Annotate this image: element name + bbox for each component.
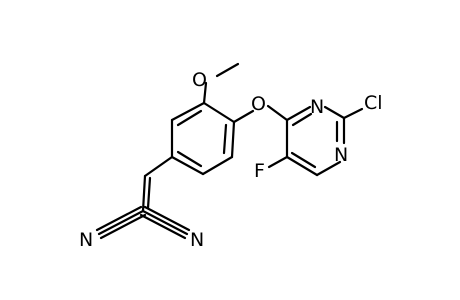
atom-o-ether: O	[251, 93, 266, 115]
bond-pyr-5	[285, 155, 319, 177]
bond-ring-double-b	[222, 123, 228, 155]
atom-f: F	[254, 160, 265, 182]
atom-cl: Cl	[364, 92, 383, 114]
atom-n-top: N	[310, 96, 324, 118]
bond-ring-4	[170, 155, 205, 176]
bond-ring-6	[170, 101, 206, 122]
bond-cn-right-3	[139, 213, 187, 240]
atom-n-cyano-right: N	[190, 229, 204, 251]
atom-n-cyano-left: N	[79, 229, 93, 251]
atom-n-right: N	[334, 144, 348, 166]
bond-c5-f	[267, 155, 289, 169]
bond-methyl-o	[215, 62, 240, 78]
bond-ring-1	[202, 101, 236, 124]
bond-ring-2	[230, 120, 236, 159]
bond-cn-right-1	[141, 209, 189, 236]
bond-ring-vinyl	[143, 155, 174, 178]
bond-o-c3	[202, 81, 208, 105]
bond-cn-left-3	[99, 213, 147, 240]
atom-o-methoxy: O	[192, 69, 207, 91]
bond-c2-cl	[342, 107, 364, 120]
bond-pyr-5-double	[290, 151, 317, 169]
bond-ring-3	[201, 155, 234, 176]
bond-ring-double-a	[176, 109, 203, 127]
bond-pyr-1-double	[291, 112, 313, 127]
atom-labels: O O N Cl N F N N	[79, 69, 383, 251]
bond-pyr-2	[323, 105, 346, 120]
bond-pyr-4	[315, 160, 342, 177]
bond-pyr-1	[285, 105, 312, 122]
bond-cn-left-1	[97, 209, 145, 236]
bond-cn-right-2	[143, 205, 191, 232]
bond-c4-o	[232, 109, 255, 124]
bonds	[95, 62, 364, 240]
bond-vinyl-double-2	[146, 176, 152, 210]
bond-o-pyrimidine	[266, 104, 289, 122]
bond-vinyl-double-1	[141, 174, 147, 213]
bond-ring-double-c	[176, 150, 203, 168]
bond-cn-left-2	[95, 205, 143, 232]
